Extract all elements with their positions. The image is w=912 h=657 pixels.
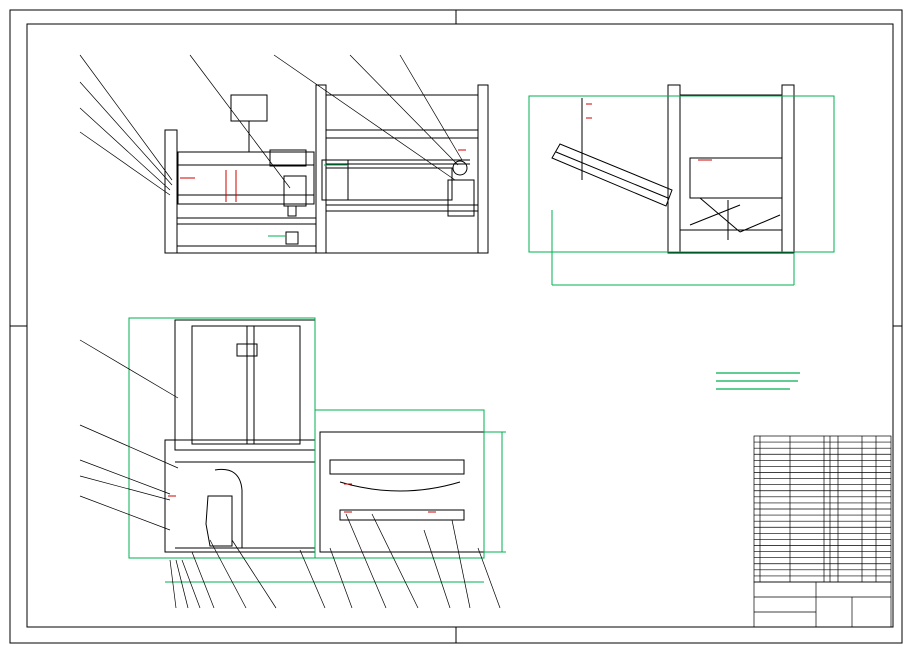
leader-b8	[329, 547, 353, 609]
leader-p2	[79, 424, 179, 469]
front-rod	[287, 205, 297, 217]
leader-b7	[299, 549, 326, 609]
front-right-post	[477, 84, 489, 254]
plan-hub	[236, 343, 258, 357]
plan-upper-frame	[174, 319, 316, 451]
title-block-frame	[753, 581, 892, 628]
front-foot	[285, 231, 299, 245]
side-inclined-chute	[551, 143, 673, 207]
front-green-marks	[268, 164, 348, 237]
bill-of-materials	[753, 435, 892, 583]
sheet-border	[9, 9, 903, 644]
front-conveyor-body	[325, 167, 453, 201]
plan-dim-box-left	[128, 317, 316, 559]
side-view	[528, 84, 835, 286]
leader-8	[399, 54, 463, 161]
leader-b11	[423, 529, 451, 609]
plan-lower-frame	[164, 439, 316, 553]
leader-p3	[79, 459, 171, 495]
leader-1	[79, 54, 173, 181]
front-left-post	[164, 129, 178, 254]
front-mechanism-box	[177, 151, 315, 205]
front-bracket	[269, 149, 307, 167]
inner-frame	[26, 23, 894, 628]
plan-view	[79, 317, 506, 609]
front-red-accents	[180, 149, 466, 202]
plan-conveyor-lower	[339, 509, 465, 521]
leader-2	[79, 81, 173, 186]
side-link-3	[689, 204, 741, 226]
leader-6	[273, 54, 456, 181]
leader-5	[189, 54, 291, 189]
side-link-1	[699, 197, 741, 233]
leader-p5	[79, 495, 171, 531]
plan-curved-arm	[214, 468, 243, 548]
front-view	[79, 54, 489, 254]
side-mechanism	[689, 157, 783, 199]
side-dimensions	[528, 95, 835, 286]
leader-7	[349, 54, 459, 166]
leader-b6	[231, 539, 277, 609]
title-block	[753, 581, 892, 628]
leader-b1	[169, 559, 177, 609]
leader-b2	[175, 559, 189, 609]
plan-upper-inner	[191, 325, 301, 445]
leader-p4	[79, 475, 171, 501]
leader-4	[79, 131, 171, 196]
technical-notes	[716, 372, 800, 390]
leader-b12	[451, 519, 471, 609]
outer-border	[9, 9, 903, 644]
front-mid-post	[315, 84, 327, 254]
side-left-post	[667, 84, 681, 254]
front-leaders	[79, 54, 463, 196]
bom-rows	[754, 441, 891, 577]
leader-b13	[477, 547, 501, 609]
side-red-accents	[586, 103, 712, 161]
plan-hopper	[205, 495, 233, 547]
leader-p1	[79, 339, 179, 399]
plan-dimensions	[128, 317, 506, 583]
plan-conveyor-belt	[329, 459, 465, 475]
leader-b4	[191, 551, 215, 609]
plan-red-accents	[168, 483, 436, 513]
leader-b9	[345, 513, 387, 609]
plan-dim-box-right	[314, 409, 485, 559]
front-drive-pulley	[452, 160, 468, 176]
notes-text-lines	[716, 372, 800, 390]
side-right-post	[781, 84, 795, 254]
plan-conveyor-curve	[339, 481, 461, 492]
front-motor	[447, 179, 475, 217]
leader-b5	[209, 539, 247, 609]
front-cylinder	[283, 175, 307, 207]
side-dim-box	[528, 95, 835, 253]
side-link-2	[739, 214, 781, 233]
leader-b10	[371, 513, 419, 609]
leader-3	[79, 107, 171, 191]
plan-conveyor-frame	[319, 431, 485, 553]
side-chute-line	[555, 151, 669, 199]
leader-b3	[181, 559, 201, 609]
plan-leaders	[79, 339, 501, 609]
